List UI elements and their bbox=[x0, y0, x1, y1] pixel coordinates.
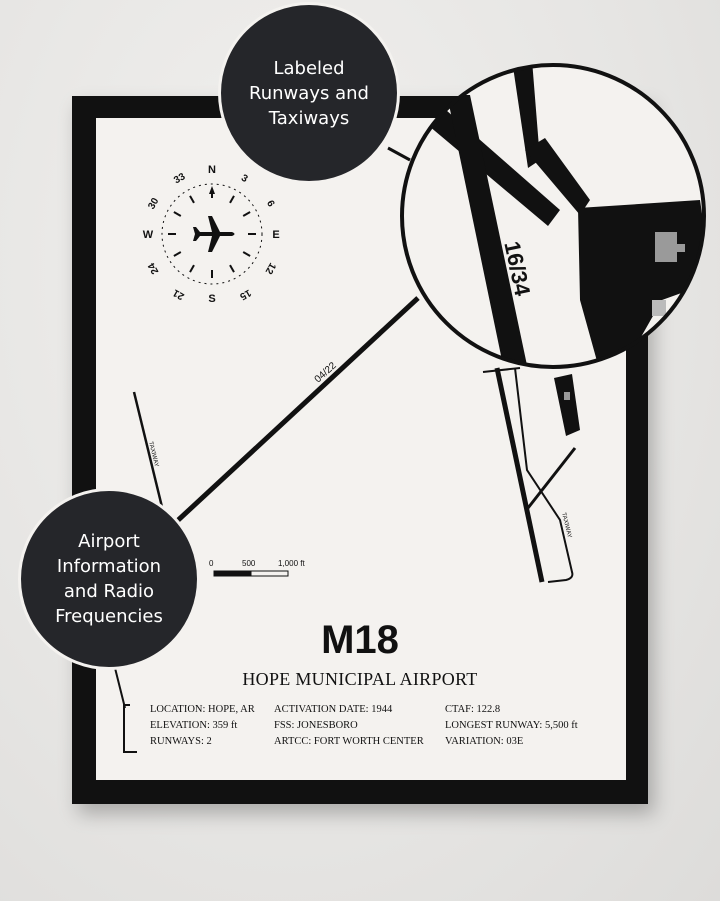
info-bracket bbox=[123, 704, 137, 753]
compass-24: 24 bbox=[146, 260, 161, 276]
airplane-icon bbox=[193, 216, 235, 252]
compass-e: E bbox=[272, 229, 279, 241]
scale-bar: 0 500 1,000 ft bbox=[209, 559, 305, 577]
taxiway-lower bbox=[114, 667, 126, 709]
scale-label-1000: 1,000 ft bbox=[278, 559, 305, 568]
compass-s: S bbox=[208, 293, 215, 305]
scale-label-500: 500 bbox=[242, 559, 256, 568]
taxiway-top-connector bbox=[482, 367, 521, 373]
callout-info-line-4: Frequencies bbox=[55, 606, 163, 627]
taxiway-left bbox=[132, 391, 164, 508]
callout-info-line-2: Information bbox=[56, 556, 162, 577]
info-artcc: ARTCC: FORT WORTH CENTER bbox=[274, 736, 424, 747]
compass-tick bbox=[173, 211, 182, 217]
callout-runways-line-2: Runways and bbox=[249, 82, 369, 104]
compass-33: 33 bbox=[172, 171, 188, 186]
info-runways: RUNWAYS: 2 bbox=[150, 736, 212, 747]
callout-connector bbox=[387, 146, 411, 162]
info-column-1: LOCATION: HOPE, AR ELEVATION: 359 ft RUN… bbox=[150, 702, 255, 750]
hangar bbox=[564, 392, 570, 400]
info-column-3: CTAF: 122.8 LONGEST RUNWAY: 5,500 ft VAR… bbox=[445, 702, 578, 750]
zoom-magnifier: 16/34 bbox=[400, 63, 706, 369]
airport-name: HOPE MUNICIPAL AIRPORT bbox=[242, 669, 478, 689]
runway-16-34 bbox=[494, 367, 545, 583]
callout-info-line-3: and Radio bbox=[63, 581, 155, 602]
compass-3: 3 bbox=[239, 173, 250, 186]
info-longest-runway: LONGEST RUNWAY: 5,500 ft bbox=[445, 720, 578, 731]
info-location: LOCATION: HOPE, AR bbox=[150, 704, 255, 715]
callout-info-line-1: Airport bbox=[78, 531, 140, 552]
info-variation: VARIATION: 03E bbox=[445, 736, 524, 747]
compass-n: N bbox=[208, 164, 216, 176]
taxiway-connector bbox=[526, 447, 577, 509]
info-activation: ACTIVATION DATE: 1944 bbox=[274, 704, 393, 715]
info-elevation: ELEVATION: 359 ft bbox=[150, 720, 238, 731]
apron bbox=[554, 374, 580, 436]
compass-6: 6 bbox=[264, 199, 277, 210]
info-fss: FSS: JONESBORO bbox=[274, 720, 358, 731]
compass-tick bbox=[242, 211, 251, 217]
airport-code: M18 bbox=[321, 618, 399, 662]
compass-rose: N E S W 3 6 12 15 21 24 30 33 bbox=[143, 164, 280, 305]
compass-tick bbox=[189, 264, 195, 273]
callout-airport-info: Airport Information and Radio Frequencie… bbox=[18, 488, 200, 670]
scale-label-0: 0 bbox=[209, 559, 214, 568]
compass-tick bbox=[229, 195, 235, 204]
compass-w: W bbox=[143, 229, 154, 241]
callout-runways: Labeled Runways and Taxiways bbox=[218, 2, 400, 184]
compass-tick bbox=[229, 264, 235, 273]
info-ctaf: CTAF: 122.8 bbox=[445, 704, 501, 715]
runway-04-22 bbox=[173, 296, 420, 525]
info-column-2: ACTIVATION DATE: 1944 FSS: JONESBORO ART… bbox=[274, 702, 424, 750]
callout-runways-line-1: Labeled bbox=[273, 57, 345, 79]
compass-15: 15 bbox=[237, 287, 253, 302]
callout-runways-line-3: Taxiways bbox=[268, 107, 350, 129]
compass-tick bbox=[242, 251, 251, 257]
parallel-taxiway bbox=[514, 367, 574, 583]
compass-tick bbox=[189, 195, 195, 204]
compass-30: 30 bbox=[146, 196, 161, 212]
compass-tick bbox=[173, 251, 182, 257]
compass-21: 21 bbox=[171, 286, 187, 301]
zoom-runway bbox=[447, 95, 528, 367]
compass-12: 12 bbox=[262, 261, 277, 277]
